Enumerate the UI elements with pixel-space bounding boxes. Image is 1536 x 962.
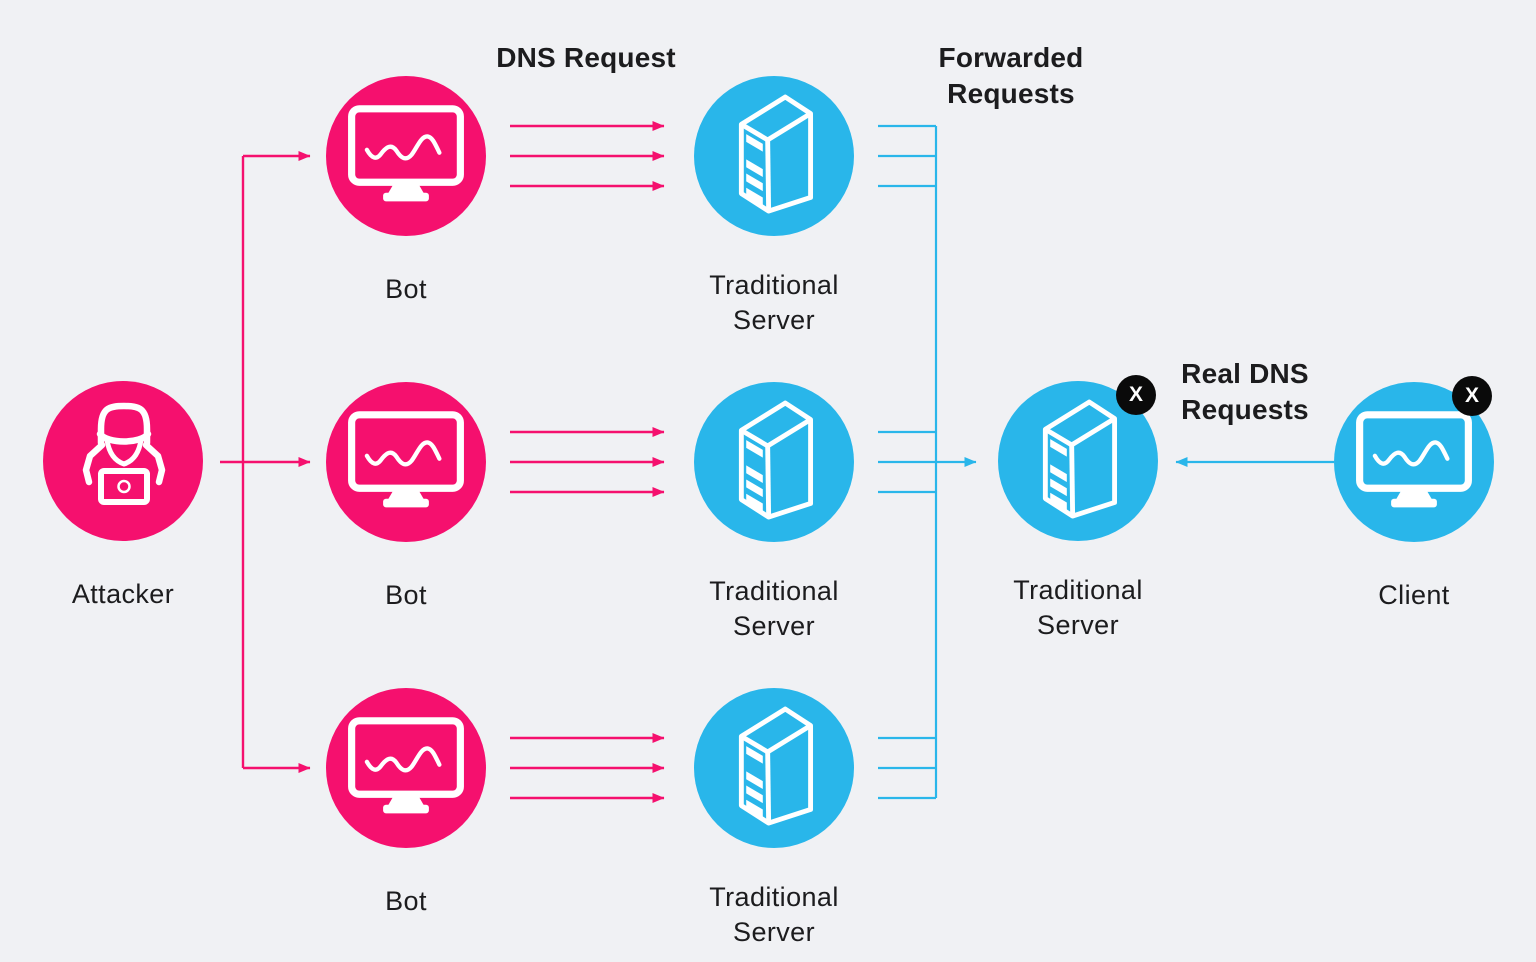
bot-label: Bot — [385, 580, 427, 610]
server-circle — [694, 688, 854, 848]
server-icon — [716, 396, 833, 528]
dns-request-annotation: DNS Request — [496, 42, 676, 73]
node-server-bottom: Traditional Server — [694, 688, 854, 947]
server-label: Traditional Server — [709, 576, 839, 641]
node-bot-top: Bot — [326, 76, 486, 304]
bot-label: Bot — [385, 274, 427, 304]
attacker-to-bots-wires — [220, 151, 311, 773]
client-label: Client — [1378, 580, 1450, 610]
server-label: Traditional Server — [709, 882, 839, 947]
server-label: Traditional Server — [1013, 575, 1143, 640]
monitor-icon — [344, 101, 468, 212]
bot-label: Bot — [385, 886, 427, 916]
monitor-icon — [344, 407, 468, 518]
x-badge: X — [1116, 375, 1156, 415]
bot-circle — [326, 382, 486, 542]
real-dns-line1: Real DNS — [1181, 358, 1309, 389]
real-dns-requests-annotation: Real DNS Requests — [1085, 356, 1405, 428]
node-server-overwhelmed: X Traditional Server — [998, 375, 1158, 640]
node-server-top: Traditional Server — [694, 76, 854, 335]
server-circle — [694, 76, 854, 236]
real-dns-line2: Requests — [1181, 394, 1309, 425]
dns-request-arrows — [510, 121, 665, 803]
forwarded-requests-line1: Forwarded — [938, 42, 1084, 73]
forwarded-request-wires — [878, 124, 977, 800]
x-badge: X — [1452, 376, 1492, 416]
monitor-icon — [1352, 407, 1476, 518]
forwarded-requests-line2: Requests — [947, 78, 1075, 109]
server-icon — [716, 90, 833, 222]
bot-circle — [326, 76, 486, 236]
bot-circle — [326, 688, 486, 848]
server-label: Traditional Server — [709, 270, 839, 335]
hacker-icon — [43, 381, 203, 541]
server-icon — [1020, 395, 1137, 527]
node-server-middle: Traditional Server — [694, 382, 854, 641]
forwarded-requests-annotation: Forwarded Requests — [851, 40, 1171, 112]
node-client: X Client — [1334, 376, 1494, 610]
client-circle: X — [1334, 376, 1494, 542]
monitor-icon — [344, 713, 468, 824]
node-bot-middle: Bot — [326, 382, 486, 610]
server-icon — [716, 702, 833, 834]
server-circle — [694, 382, 854, 542]
attacker-circle — [43, 381, 203, 541]
node-attacker: Attacker — [43, 381, 203, 609]
node-bot-bottom: Bot — [326, 688, 486, 916]
attacker-label: Attacker — [71, 579, 175, 609]
server-circle: X — [998, 375, 1158, 541]
